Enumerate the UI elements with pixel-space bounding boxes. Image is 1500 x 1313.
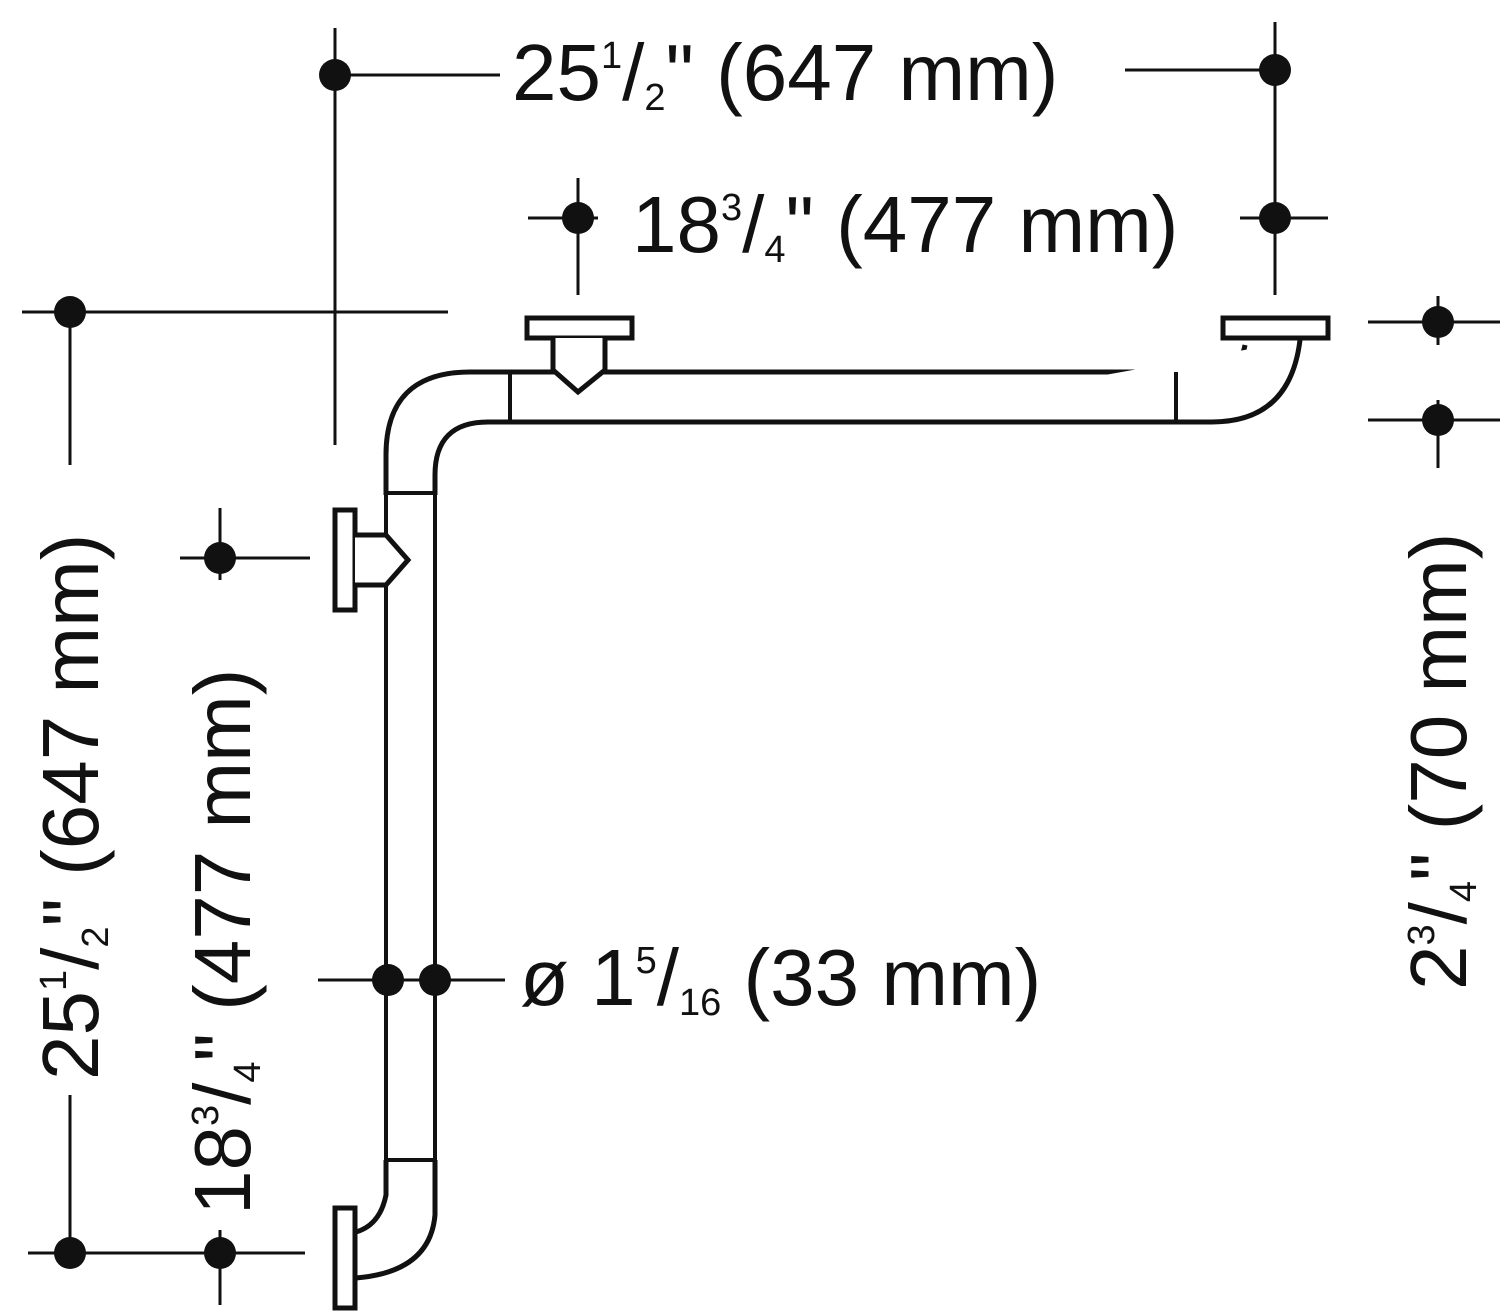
flanges — [332, 315, 1331, 1311]
flange-top-left-cone — [550, 338, 608, 396]
label-top-flange: 183/4" (477 mm) — [632, 180, 1178, 271]
flange-left-middle — [332, 507, 358, 613]
dim-top-flange-left-dot — [562, 202, 594, 234]
label-diameter: ø 15/16 (33 mm) — [520, 933, 1041, 1024]
dim-left-overall-top-dot — [54, 296, 86, 328]
flange-top-right — [1220, 315, 1331, 341]
bottom-bend — [355, 1160, 438, 1281]
label-left-overall: 251/2" (647 mm) — [26, 534, 117, 1080]
dim-top-overall-right-dot — [1259, 54, 1291, 86]
grab-bar — [355, 339, 1303, 1281]
dimension-labels: 251/2" (647 mm) 183/4" (477 mm) ø 15/16 … — [26, 28, 1485, 1215]
dim-right-offset-bottom-dot — [1422, 404, 1454, 436]
flange-top-left — [524, 315, 635, 341]
dim-diameter-right-dot — [419, 964, 451, 996]
flange-left-middle-cone — [355, 532, 412, 588]
label-left-flange: 183/4" (477 mm) — [178, 669, 269, 1215]
dim-diameter-left-dot — [372, 964, 404, 996]
dimension-lines — [22, 22, 1500, 1305]
flange-bottom-left — [332, 1205, 358, 1311]
dim-left-overall-bottom-dot — [54, 1237, 86, 1269]
dim-right-offset-top-dot — [1422, 306, 1454, 338]
label-top-overall: 251/2" (647 mm) — [512, 28, 1058, 119]
dim-top-flange-right-dot — [1259, 202, 1291, 234]
dim-left-flange-bottom-dot — [204, 1237, 236, 1269]
dim-top-overall-left-dot — [319, 59, 351, 91]
dim-left-flange-top-dot — [204, 542, 236, 574]
label-right-offset: 23/4" (70 mm) — [1394, 533, 1485, 990]
horizontal-arm-inner — [432, 339, 1303, 495]
